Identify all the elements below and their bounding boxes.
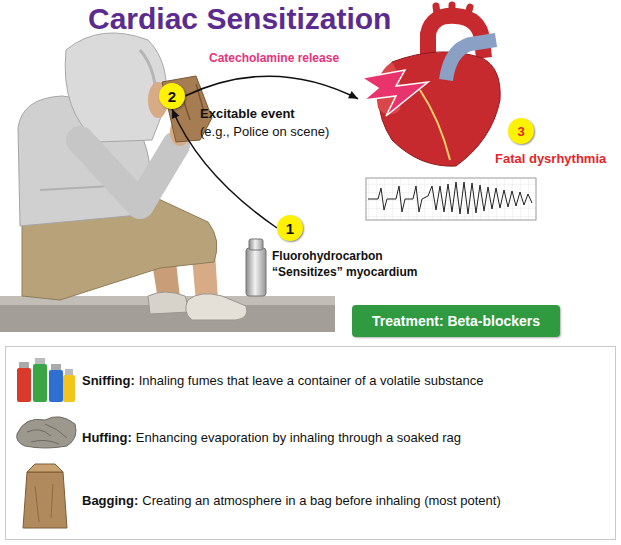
bag-fold — [27, 464, 63, 472]
connector-line — [185, 76, 358, 99]
spray-can — [246, 248, 266, 296]
treatment-box: Treatment: Beta-blockers — [352, 305, 560, 337]
edge-label: Catecholamine release — [207, 51, 341, 65]
item-row: Sniffing: Inhaling fumes that leave a con… — [82, 373, 483, 388]
annotation: (e.g., Police on scene) — [200, 124, 329, 139]
shoe — [148, 292, 190, 314]
pulmonary-trunk — [446, 40, 496, 80]
arrow-connector — [185, 76, 358, 99]
rag-icon — [17, 417, 76, 448]
shoe — [186, 294, 247, 320]
paper-bag-icon — [23, 472, 67, 528]
callout-circle: 3 — [508, 118, 534, 144]
term: Sniffing: — [82, 373, 135, 388]
rag-wrinkle — [27, 424, 67, 444]
ecg-strip — [366, 178, 536, 220]
arrowhead — [172, 109, 180, 119]
arm — [80, 140, 176, 205]
spray-can-icon — [49, 370, 63, 402]
spray-cap — [249, 239, 263, 250]
heart-caption: Fatal dysrhythmia — [495, 151, 606, 166]
treatment-text: Treatment: Beta-blockers — [372, 313, 540, 329]
callout-circle: 1 — [277, 215, 303, 241]
callout-number: 1 — [286, 221, 294, 236]
heart-figure: Fatal dysrhythmia 3 — [358, 8, 608, 173]
callout-number: 2 — [168, 89, 176, 104]
lightning-bolt — [362, 70, 428, 116]
definition: Creating an atmosphere in a bag before i… — [142, 493, 500, 508]
spray-can-icon — [17, 368, 31, 402]
arrowhead — [348, 91, 358, 99]
item-row: Huffing: Enhancing evaporation by inhalin… — [82, 430, 461, 445]
spray-can-icon — [63, 375, 75, 402]
annotation: “Sensitizes” myocardium — [272, 265, 417, 279]
bag-crease — [35, 484, 53, 522]
spray-can-icon — [33, 364, 47, 402]
method-panel: Sniffing: Inhaling fumes that leave a con… — [5, 346, 616, 540]
annotation: Fluorohydrocarbon — [272, 249, 383, 263]
term: Bagging: — [82, 493, 138, 508]
annotation: Excitable event — [200, 106, 295, 121]
coronary-vessel — [420, 90, 450, 160]
definition: Inhaling fumes that leave a container of… — [139, 373, 484, 388]
method-icons — [17, 358, 76, 528]
callout-circle: 2 — [159, 83, 185, 109]
callout-number: 3 — [517, 125, 524, 138]
item-row: Bagging: Creating an atmosphere in a bag … — [82, 493, 501, 508]
definition: Enhancing evaporation by inhaling throug… — [136, 430, 461, 445]
term: Huffing: — [82, 430, 132, 445]
ecg-trace — [368, 182, 532, 214]
can-cap — [65, 369, 73, 376]
arch-vessels — [436, 5, 470, 22]
title: Cardiac Sensitization — [88, 2, 391, 36]
